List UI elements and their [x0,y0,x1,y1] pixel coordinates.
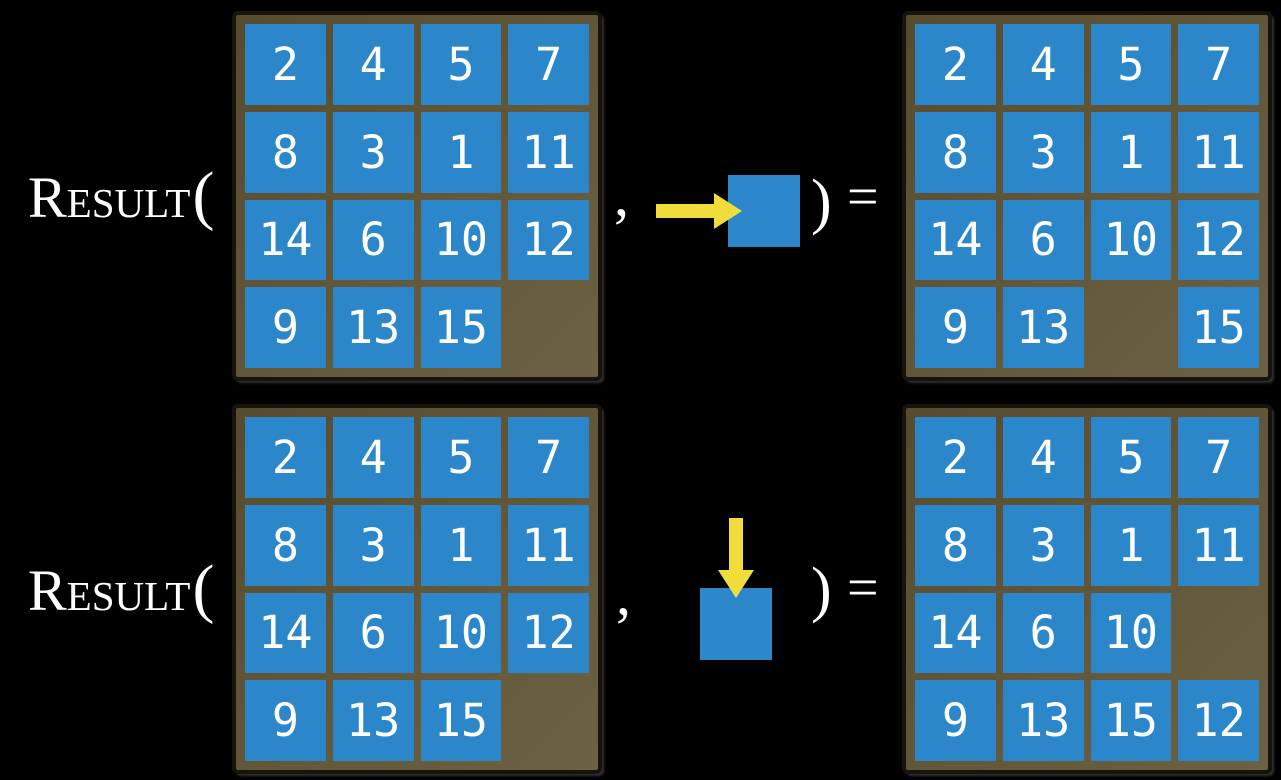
puzzle-tile: 3 [332,111,414,193]
puzzle-tile: 15 [1178,287,1259,368]
puzzle-tile: 1 [420,504,502,586]
puzzle-tile: 8 [915,504,996,586]
comma-separator: , [616,561,631,627]
puzzle-tile: 2 [915,417,996,498]
puzzle-tile: 13 [332,287,414,368]
puzzle-tile: 13 [1002,680,1084,761]
empty-cell [508,680,589,761]
puzzle-tile: 2 [245,417,326,498]
puzzle-tile: 14 [245,592,326,674]
result-function-label: Result( [28,556,214,622]
puzzle-tile: 8 [245,504,326,586]
arrow-down-icon [718,518,754,598]
equals-sign: = [847,166,879,228]
puzzle-tile: 4 [332,417,414,498]
puzzle-tile: 15 [1090,680,1172,761]
empty-cell [1178,593,1259,674]
puzzle-tile: 3 [332,504,414,586]
puzzle-tile: 7 [1178,24,1259,105]
action-tile [700,588,772,660]
puzzle-tile: 15 [420,287,502,368]
puzzle-tile: 2 [245,24,326,105]
puzzle-tile: 1 [420,111,502,193]
puzzle-tile: 6 [332,592,414,674]
puzzle-tile: 11 [1178,504,1259,586]
puzzle-tile: 8 [915,111,996,193]
puzzle-tile: 1 [1090,111,1172,193]
puzzle-tile: 2 [915,24,996,105]
puzzle-tile: 6 [332,199,414,281]
puzzle-tile: 12 [1178,680,1259,761]
puzzle-tile: 11 [1178,111,1259,193]
puzzle-tile: 9 [245,680,326,761]
empty-cell [508,287,589,368]
puzzle-tile: 6 [1002,199,1084,281]
open-paren: ( [192,552,215,625]
puzzle-tile: 1 [1090,504,1172,586]
puzzle-tile: 4 [1002,417,1084,498]
puzzle-tile: 12 [508,199,589,281]
puzzle-tile: 3 [1002,111,1084,193]
puzzle-tile: 10 [1090,199,1172,281]
puzzle-tile: 5 [420,417,502,498]
open-paren: ( [192,159,215,232]
puzzle-tile: 7 [1178,417,1259,498]
equals-sign: = [847,557,879,619]
puzzle-tile: 13 [1002,287,1084,368]
puzzle-tile: 3 [1002,504,1084,586]
puzzle-tile: 12 [1178,199,1259,281]
puzzle-tile: 11 [508,111,589,193]
puzzle-tile: 5 [1090,417,1172,498]
puzzle-tile: 9 [915,680,996,761]
comma-separator: , [614,162,629,228]
arrow-right-icon [656,193,742,229]
puzzle-tile: 4 [1002,24,1084,105]
result-function-label: Result( [28,163,214,229]
puzzle-tile: 14 [915,199,996,281]
close-paren: ) [811,168,832,236]
close-paren: ) [811,556,832,624]
puzzle-tile: 9 [245,287,326,368]
puzzle-tile: 11 [508,504,589,586]
puzzle-tile: 12 [508,592,589,674]
function-name: Result [28,165,191,230]
puzzle-tile: 13 [332,680,414,761]
puzzle-tile: 9 [915,287,996,368]
puzzle-tile: 14 [915,592,996,674]
empty-cell [1091,287,1172,368]
puzzle-tile: 5 [420,24,502,105]
puzzle-tile: 5 [1090,24,1172,105]
puzzle-tile: 7 [508,24,589,105]
puzzle-tile: 10 [420,592,502,674]
puzzle-tile: 10 [1090,592,1172,674]
puzzle-tile: 6 [1002,592,1084,674]
puzzle-tile: 7 [508,417,589,498]
puzzle-tile: 15 [420,680,502,761]
puzzle-tile: 4 [332,24,414,105]
puzzle-tile: 10 [420,199,502,281]
puzzle-tile: 14 [245,199,326,281]
function-name: Result [28,558,191,623]
puzzle-tile: 8 [245,111,326,193]
